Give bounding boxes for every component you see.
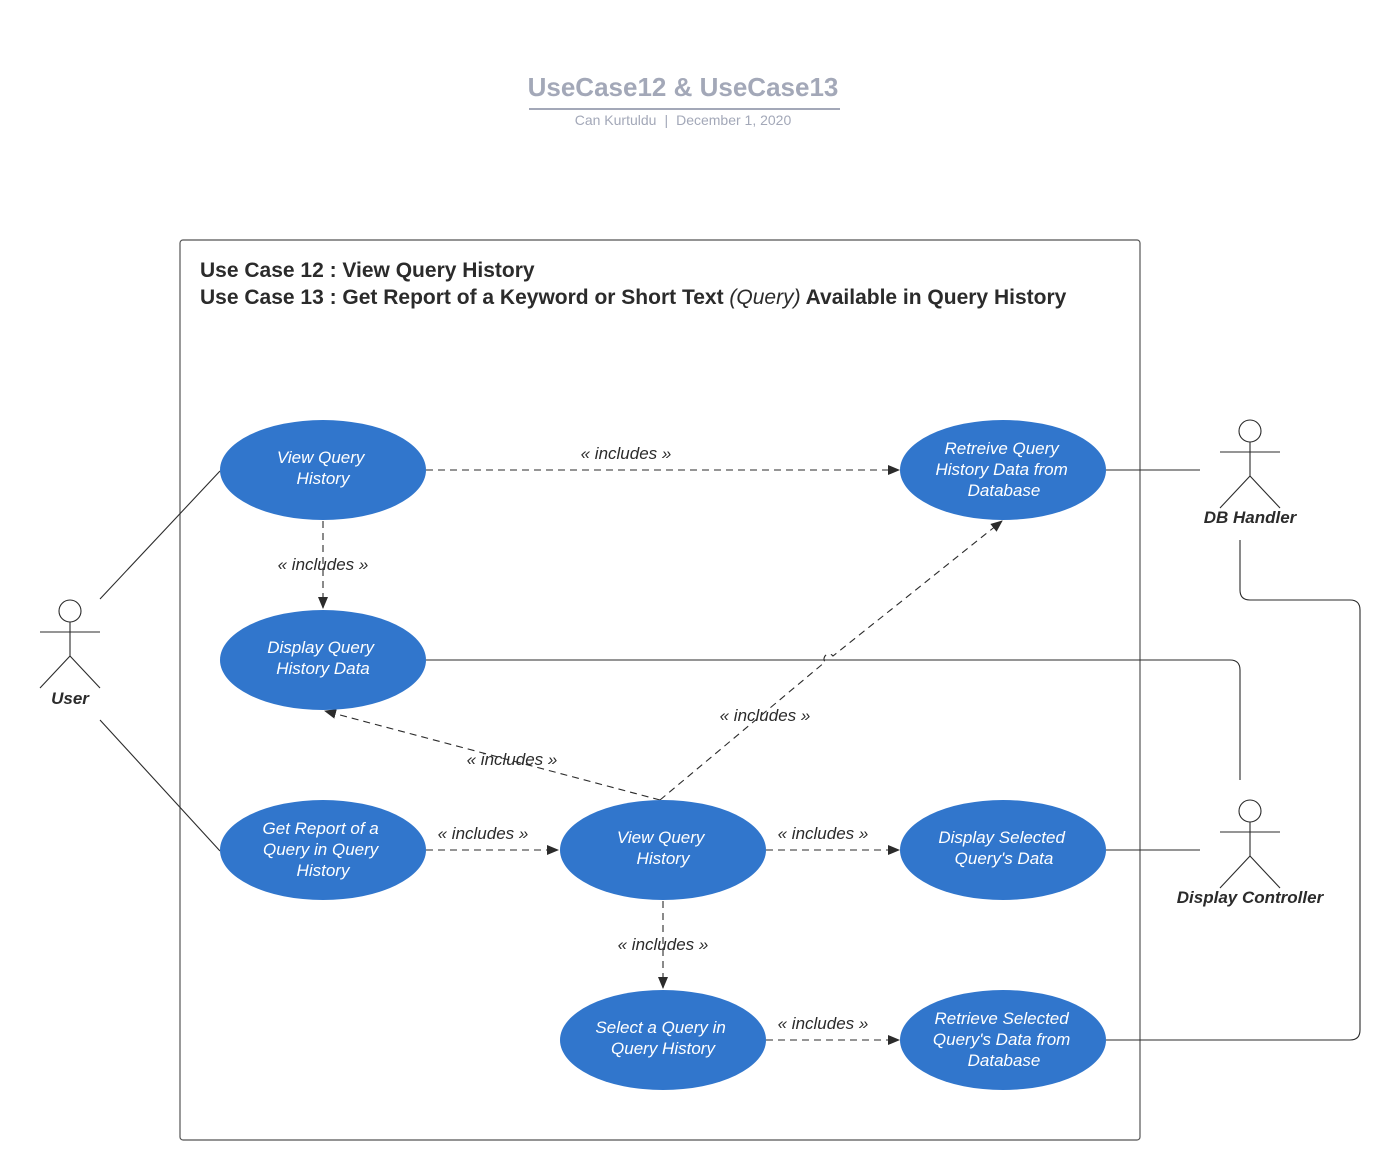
include-label: « includes »: [438, 824, 529, 843]
author-name: Can Kurtuldu: [574, 112, 657, 128]
use-case-label: View Query History: [617, 828, 709, 868]
actor-user-figure[interactable]: [39, 599, 101, 689]
include-label: « includes »: [720, 706, 811, 725]
include-label: « includes »: [278, 555, 369, 574]
use-case-label: Retrieve Selected Query's Data from Data…: [933, 1009, 1075, 1070]
actor-db-handler-label: DB Handler: [1204, 508, 1298, 527]
use-case-select-query[interactable]: [560, 990, 766, 1090]
use-case-12-title: Use Case 12 : View Query History: [200, 259, 535, 282]
association-display-history-display-controller: [426, 659, 1241, 780]
use-case-label: Display Query History Data: [267, 638, 379, 678]
association-db-handler-retrieve-selected: [1106, 540, 1361, 1041]
use-case-label: Select a Query in Query History: [595, 1018, 730, 1058]
use-case-view-query-history-included[interactable]: [560, 800, 766, 900]
actor-user-label: User: [51, 689, 90, 708]
include-label: « includes »: [778, 1014, 869, 1033]
use-case-retrieve-query-history-data[interactable]: [900, 420, 1106, 520]
use-case-display-query-history-data[interactable]: [220, 610, 426, 710]
use-case-13-title-start: Use Case 13 : Get Report of a Keyword or…: [200, 286, 730, 309]
include-label: « includes »: [581, 444, 672, 463]
system-boundary: [179, 239, 1141, 1141]
system-boundary-title: Use Case 12 : View Query History Use Cas…: [200, 257, 1100, 311]
actor-display-controller-label: Display Controller: [1177, 888, 1325, 907]
use-case-label: Retreive Query History Data from Databas…: [936, 439, 1073, 500]
use-case-retrieve-selected-query-data[interactable]: [900, 990, 1106, 1090]
include-mid-view-to-retrieve-history: [659, 520, 1003, 801]
use-case-view-query-history[interactable]: [220, 420, 426, 520]
include-mid-view-to-display-history: [324, 708, 661, 801]
association-user-view-query-history: [99, 470, 221, 600]
use-case-13-title-end: Available in Query History: [800, 286, 1067, 309]
document-meta: Can Kurtuldu | December 1, 2020: [0, 112, 1366, 128]
document-title: UseCase12 & UseCase13: [527, 72, 839, 102]
use-case-label: Get Report of a Query in Query History: [263, 819, 384, 880]
include-label: « includes »: [618, 935, 709, 954]
use-case-label: View Query History: [277, 448, 369, 488]
use-case-display-selected-query-data[interactable]: [900, 800, 1106, 900]
use-case-label: Display Selected Query's Data: [938, 828, 1069, 868]
use-case-13-title: Use Case 13 : Get Report of a Keyword or…: [200, 284, 1100, 311]
use-case-get-report-query[interactable]: [220, 800, 426, 900]
actor-db-handler-figure[interactable]: [1219, 419, 1281, 509]
include-label: « includes »: [467, 750, 558, 769]
actor-display-controller-figure[interactable]: [1219, 799, 1281, 889]
include-label: « includes »: [778, 824, 869, 843]
document-date: December 1, 2020: [676, 112, 792, 128]
use-case-13-title-italic: (Query): [729, 286, 801, 309]
association-user-get-report: [99, 719, 221, 852]
meta-separator: |: [664, 112, 669, 128]
title-underline: [529, 108, 840, 110]
